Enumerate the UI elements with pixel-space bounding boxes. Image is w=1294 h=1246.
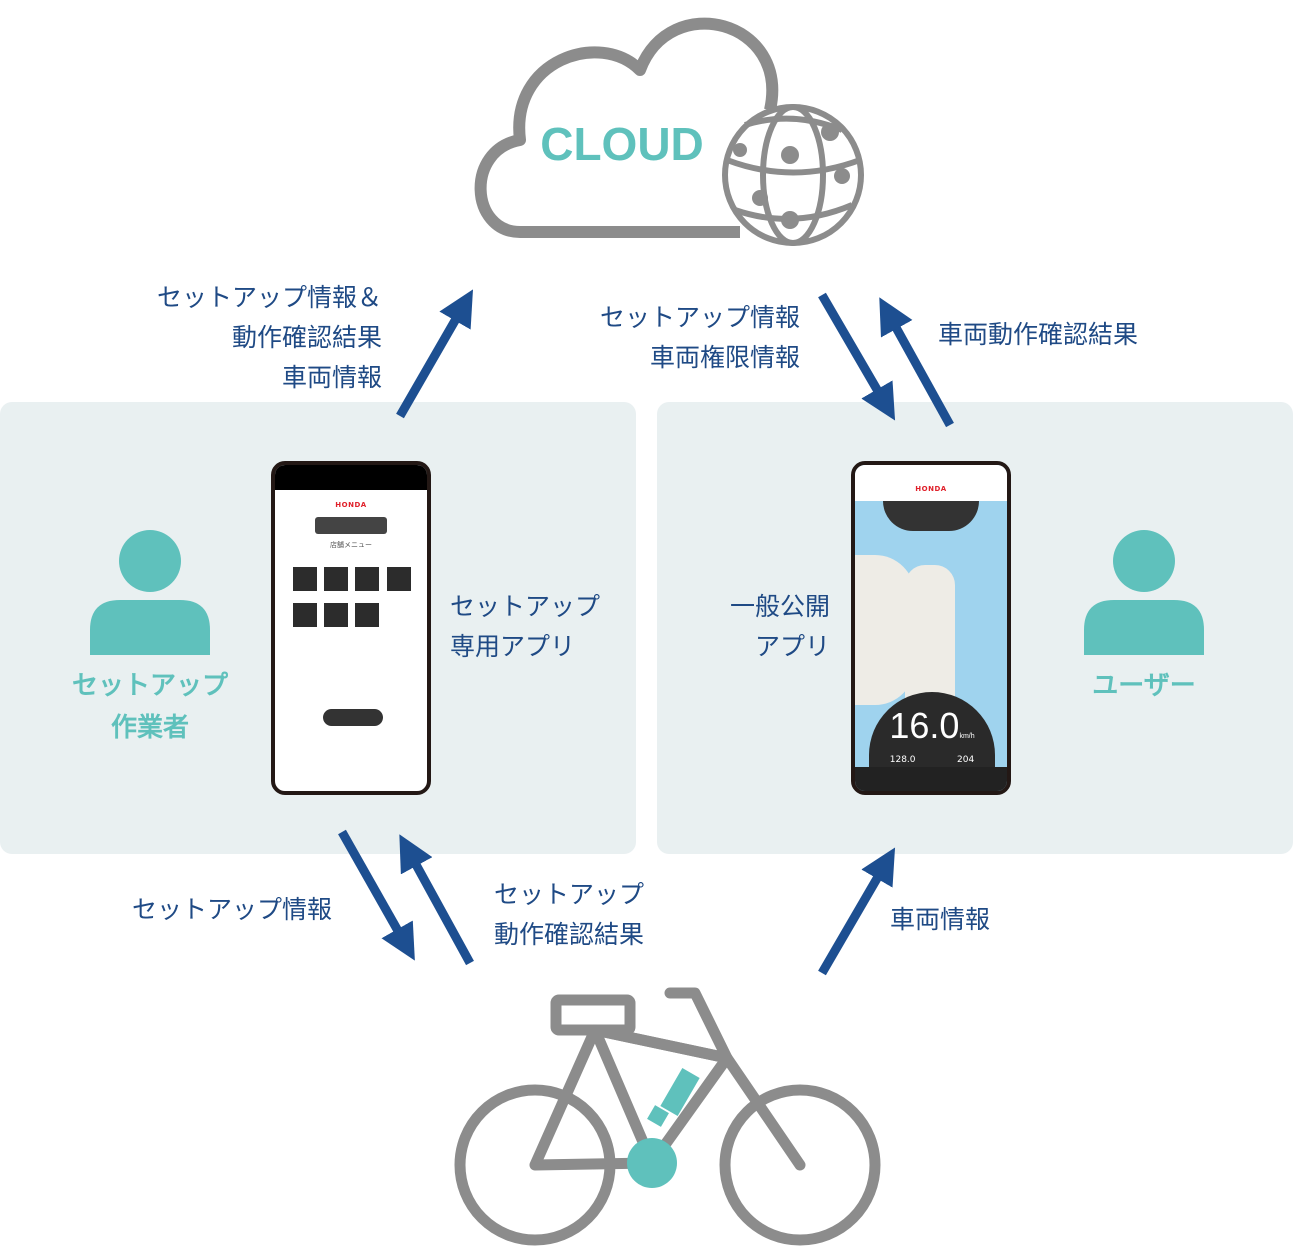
speed-unit: km/h (959, 733, 975, 740)
label-cloud-to-user: セットアップ情報車両権限情報 (599, 303, 800, 372)
arrow-cloud-to-user (818, 292, 896, 421)
setup-app-phone: HONDA 店舗メニュー (271, 461, 431, 795)
public-app-phone: HONDA 16.0km/h 128.0 204 (851, 461, 1011, 795)
motor-icon (627, 1138, 677, 1188)
odometer: 128.0 (889, 755, 916, 765)
user-label: ユーザー (1092, 671, 1196, 701)
public-app-label: 一般公開アプリ (729, 592, 830, 661)
label-user-to-cloud: 車両動作確認結果 (938, 320, 1139, 349)
person-icon-user (1084, 530, 1204, 655)
speed-readout: 16.0 (889, 705, 960, 746)
label-bike-to-user: 車両情報 (890, 905, 991, 934)
honda-logo: HONDA (915, 485, 947, 493)
setup-worker-label: セットアップ作業者 (71, 671, 228, 743)
globe-icon (722, 104, 864, 246)
label-setup-to-cloud: セットアップ情報＆動作確認結果車両情報 (156, 283, 382, 392)
label-bike-to-setup: セットアップ動作確認結果 (494, 880, 645, 949)
cloud-icon (474, 17, 779, 238)
cloud-label: CLOUD (540, 118, 704, 170)
arrow-user-to-cloud (879, 297, 954, 428)
arrow-bike-to-setup (399, 834, 474, 966)
arrow-setup-to-cloud (396, 289, 473, 419)
arrow-bike-to-user (818, 847, 896, 976)
arrow-setup-to-bike (338, 829, 415, 961)
setup-app-label: セットアップ専用アプリ (450, 592, 601, 661)
e-bike-icon (454, 987, 881, 1246)
battery-icon (660, 1067, 700, 1117)
person-icon-worker (90, 530, 210, 655)
range: 204 (957, 755, 975, 765)
menu-title: 店舗メニュー (330, 541, 372, 549)
label-setup-to-bike: セットアップ情報 (132, 895, 333, 924)
honda-logo: HONDA (335, 501, 367, 509)
